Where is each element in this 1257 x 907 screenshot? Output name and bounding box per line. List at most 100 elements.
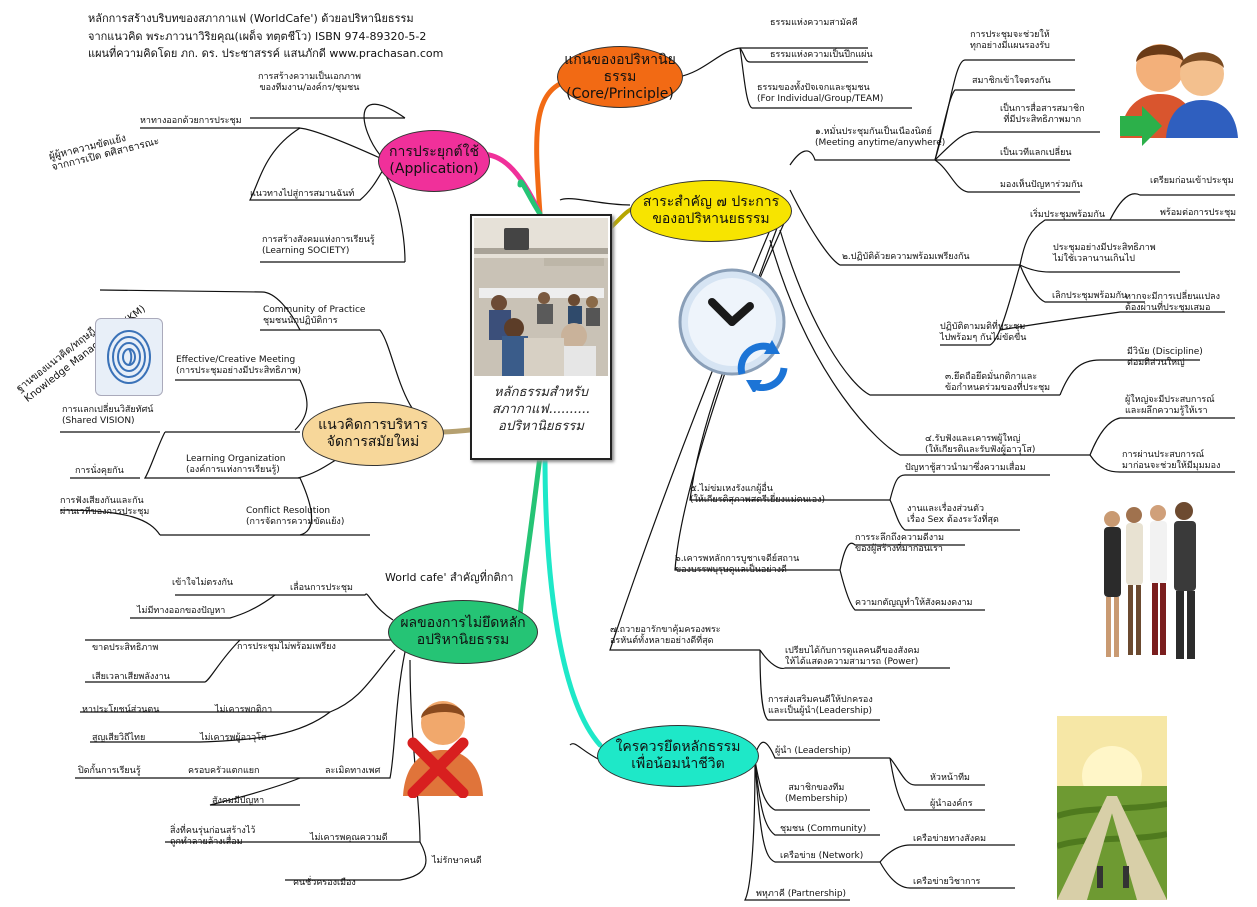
core-node-line-2: (Core/Principle)	[566, 85, 674, 102]
effects-item: สิ่งที่คนรุ่นก่อนสร้างไว้ ถูกทำลายล้างเส…	[170, 826, 255, 848]
essence-item-line: ๓.ยึดถือยึดมั่นกติกาและ	[945, 372, 1038, 382]
leadership-node-line-1: ใครควรยึดหลักธรรม	[615, 739, 741, 755]
essence-item: การประชุมจะช่วยให้ ทุกอย่างมีแผนรองรับ	[970, 30, 1050, 52]
essence-item: มีวินัย (Discipline) ต่อมติส่วนใหญ่	[1127, 347, 1203, 369]
essence-item-line: ปฏิบัติตามมติที่ประชุม	[940, 322, 1026, 332]
essence-item-line: ให้ได้แสดงความสามารถ (Power)	[785, 657, 919, 667]
essence-item-line: การระลึกถึงความดีงาม	[855, 533, 945, 543]
core-node: แก่นของอปริหานิยธรรม (Core/Principle)	[557, 46, 683, 108]
essence-item: ปัญหาชู้สาวนำมาซึ่งความเสื่อม	[905, 463, 1026, 473]
essence-item-line: การประชุมจะช่วยให้	[970, 30, 1050, 40]
application-item-line: การสร้างสังคมแห่งการเรียนรู้	[262, 235, 375, 245]
effects-item: ไม่รักษาคนดี	[432, 856, 482, 866]
worldcafe-note: World cafe' สำคัญที่กติกา	[385, 571, 514, 584]
application-item: แนวทางไปสู่การสมานฉันท์	[250, 189, 355, 199]
management-node: แนวคิดการบริหาร จัดการสมัยใหม่	[302, 402, 444, 466]
effects-item: ละเมิดทางเพศ	[325, 766, 381, 776]
application-node-line-2: (Application)	[389, 161, 479, 177]
header-line-3: แผนที่ความคิดโดย ภก. ดร. ประชาสรรค์ แสนภ…	[88, 47, 444, 60]
essence-item: พร้อมต่อการประชุม	[1160, 208, 1237, 218]
effects-item: คนชั่วครองเมือง	[293, 878, 356, 888]
essence-item-line: เปรียบได้กับการดูแลคนดีของสังคม	[785, 646, 920, 656]
essence-item-line: หากจะมีการเปลี่ยนแปลง	[1125, 292, 1220, 302]
application-item: หาทางออกด้วยการประชุม	[140, 116, 242, 126]
rejected-person-icon	[393, 688, 493, 799]
people-exchange-icon	[1120, 28, 1238, 146]
leadership-item-line: (Membership)	[785, 794, 848, 804]
leadership-item: เครือข่ายทางสังคม	[913, 834, 987, 844]
center-caption-line-2: สภากาแฟ..........	[492, 402, 590, 417]
management-item-line: (Shared VISION)	[62, 416, 135, 426]
center-caption: หลักธรรมสำหรับ สภากาแฟ.......... อปริหาน…	[472, 384, 610, 435]
application-item-line: (Learning SOCIETY)	[262, 246, 350, 256]
application-node-line-1: การประยุกต์ใช้	[389, 144, 479, 160]
management-item: การแลกเปลี่ยนวิสัยทัศน์ (Shared VISION)	[62, 405, 153, 427]
effects-item: สังคมมีปัญหา	[212, 796, 265, 806]
management-item: Learning Organization (องค์การแห่งการเรี…	[186, 454, 285, 476]
management-item: Effective/Creative Meeting (การประชุมอย่…	[176, 355, 301, 377]
essence-item: ๒.ปฏิบัติด้วยความพร้อมเพรียงกัน	[842, 252, 970, 262]
essence-item-line: ๔.รับฟังและเคารพผู้ใหญ่	[925, 434, 1021, 444]
business-people-icon	[1098, 493, 1202, 665]
application-item-line: ของทีมงาน/องค์กร/ชุมชน	[259, 83, 360, 93]
essence-item-line: มาก่อนจะช่วยให้มีมุมมอง	[1122, 461, 1221, 471]
core-item: ธรรมของทั้งปัจเจกและชุมชน (For Individua…	[757, 83, 883, 105]
effects-node-line-2: อปริหานิยธรรม	[416, 632, 510, 648]
effects-item: ไม่มีทางออกของปัญหา	[137, 606, 226, 616]
clock-icon	[676, 262, 794, 394]
essence-item: เลิกประชุมพร้อมกัน	[1052, 291, 1128, 301]
leadership-item: หัวหน้าทีม	[930, 773, 970, 783]
effects-item: ขาดประสิทธิภาพ	[92, 643, 159, 653]
management-node-line-2: จัดการสมัยใหม่	[326, 434, 420, 450]
leadership-item: ผู้นำองค์กร	[930, 799, 973, 809]
essence-item-line: ๗.ถวายอารักขาคุ้มครองพระ	[610, 625, 721, 635]
effects-item-line: ถูกทำลายล้างเสื่อม	[170, 837, 243, 847]
essence-node-line-1: สาระสำคัญ ๗ ประการ	[642, 194, 780, 210]
effects-item: เสียเวลาเสียพลังงาน	[92, 672, 170, 682]
effects-item: ไม่เคารพกติกา	[215, 705, 273, 715]
application-item: การสร้างความเป็นเอกภาพ ของทีมงาน/องค์กร/…	[258, 72, 361, 94]
management-item-line: การแลกเปลี่ยนวิสัยทัศน์	[62, 405, 154, 415]
leadership-item: สมาชิกของทีม (Membership)	[785, 783, 848, 805]
essence-item: มองเห็นปัญหาร่วมกัน	[1000, 180, 1083, 190]
essence-item-line: ไม่ใช้เวลานานเกินไป	[1053, 254, 1135, 264]
essence-item-line: ๖.เคารพหลักการบูชาเจดีย์สถาน	[675, 554, 800, 564]
management-item-line: Conflict Resolution	[246, 506, 331, 516]
effects-node-line-1: ผลของการไม่ยึดหลัก	[400, 615, 526, 631]
essence-item-line: (ให้เกียรติและรับฟังผู้อาวุโส)	[925, 445, 1036, 455]
essence-item-line: (ให้เกียรติสุภาพสตรีเยี่ยงแม่ตนเอง)	[690, 495, 826, 505]
core-item-line: ธรรมของทั้งปัจเจกและชุมชน	[757, 83, 870, 93]
essence-item-line: เรื่อง Sex ต้องระวังที่สุด	[907, 515, 999, 525]
leadership-item: ผู้นำ (Leadership)	[775, 746, 851, 756]
essence-item-line: เป็นการสื่อสารสมาชิก	[1000, 104, 1085, 114]
essence-item-line: (Meeting anytime/anywhere)	[815, 138, 946, 148]
essence-item: ๖.เคารพหลักการบูชาเจดีย์สถาน ของบรรพบุรุ…	[675, 554, 799, 576]
leadership-item-line: สมาชิกของทีม	[788, 783, 845, 793]
leadership-node-line-2: เพื่อน้อมนำชีวิต	[631, 756, 725, 772]
management-item-line: Effective/Creative Meeting	[176, 355, 296, 365]
leadership-item: พหุภาคี (Partnership)	[756, 889, 847, 899]
fingerprint-icon	[95, 318, 163, 396]
leadership-node: ใครควรยึดหลักธรรม เพื่อน้อมนำชีวิต	[597, 725, 759, 787]
essence-item-line: อรหันต์ทั้งหลายอย่างดีที่สุด	[610, 636, 714, 646]
essence-item: สมาชิกเข้าใจตรงกัน	[972, 76, 1051, 86]
effects-item: เข้าใจไม่ตรงกัน	[172, 578, 234, 588]
application-item-line: การสร้างความเป็นเอกภาพ	[258, 72, 361, 82]
essence-item-line: การผ่านประสบการณ์	[1122, 450, 1205, 460]
essence-item-line: ของผู้สร้างที่มาก่อนเรา	[855, 544, 943, 554]
essence-item: เป็นการสื่อสารสมาชิก ที่มีประสิทธิภาพมาก	[1000, 104, 1085, 126]
essence-item: เป็นเวทีแลกเปลี่ยน	[1000, 148, 1072, 158]
essence-item: การผ่านประสบการณ์ มาก่อนจะช่วยให้มีมุมมอ…	[1122, 450, 1220, 472]
essence-item-line: ต้องผ่านที่ประชุมเสมอ	[1125, 303, 1211, 313]
essence-item: ประชุมอย่างมีประสิทธิภาพ ไม่ใช้เวลานานเก…	[1053, 243, 1156, 265]
essence-node: สาระสำคัญ ๗ ประการ ของอปริหานยธรรม	[630, 180, 792, 242]
essence-item-line: ข้อกำหนดร่วมของที่ประชุม	[945, 383, 1051, 393]
management-item-line: (องค์การแห่งการเรียนรู้)	[186, 465, 280, 475]
essence-item-line: ประชุมอย่างมีประสิทธิภาพ	[1053, 243, 1156, 253]
essence-item-line: งานและเรื่องส่วนตัว	[907, 504, 985, 514]
effects-item: สูญเสียวิถีไทย	[92, 733, 146, 743]
center-caption-line-1: หลักธรรมสำหรับ	[494, 385, 588, 400]
essence-item: เปรียบได้กับการดูแลคนดีของสังคม ให้ได้แส…	[785, 646, 919, 668]
